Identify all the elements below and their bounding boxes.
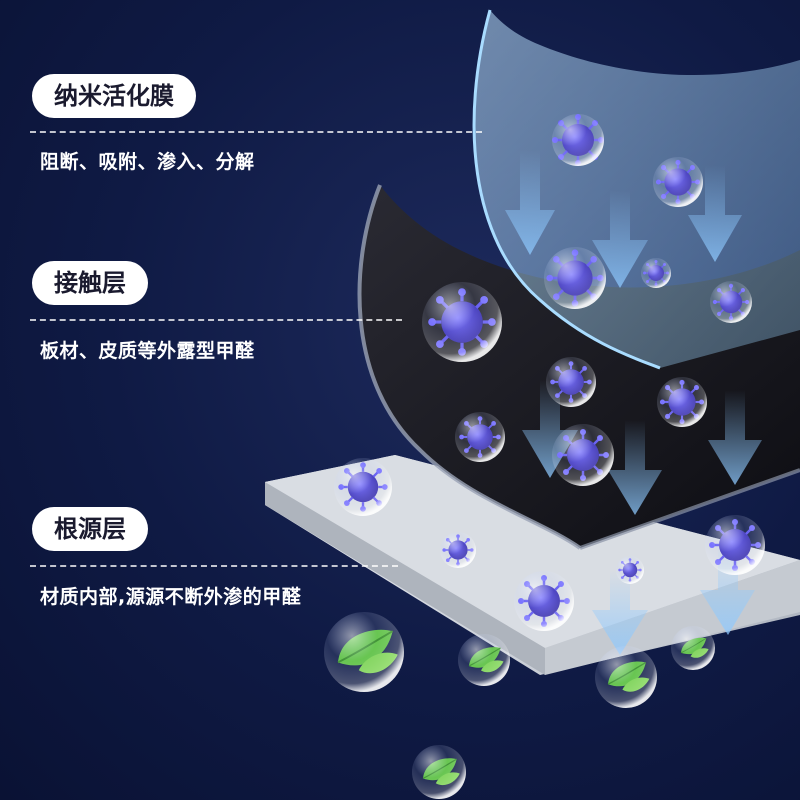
source-layer-board [265, 455, 800, 675]
leaf-bubbles [324, 612, 715, 799]
layer-description-contact: 板材、皮质等外露型甲醛 [40, 340, 255, 362]
layer-description-nano-film: 阻断、吸附、渗入、分解 [40, 151, 255, 173]
layer-divider-3 [30, 565, 398, 567]
layer-title-contact: 接触层 [32, 261, 148, 305]
layer-divider-1 [30, 131, 482, 133]
layer-description-source: 材质内部,源源不断外渗的甲醛 [40, 586, 302, 608]
formaldehyde-virus-bubbles [334, 112, 765, 631]
layer-title-nano-film: 纳米活化膜 [32, 74, 196, 118]
layer-divider-2 [30, 319, 402, 321]
layer-title-source: 根源层 [32, 507, 148, 551]
